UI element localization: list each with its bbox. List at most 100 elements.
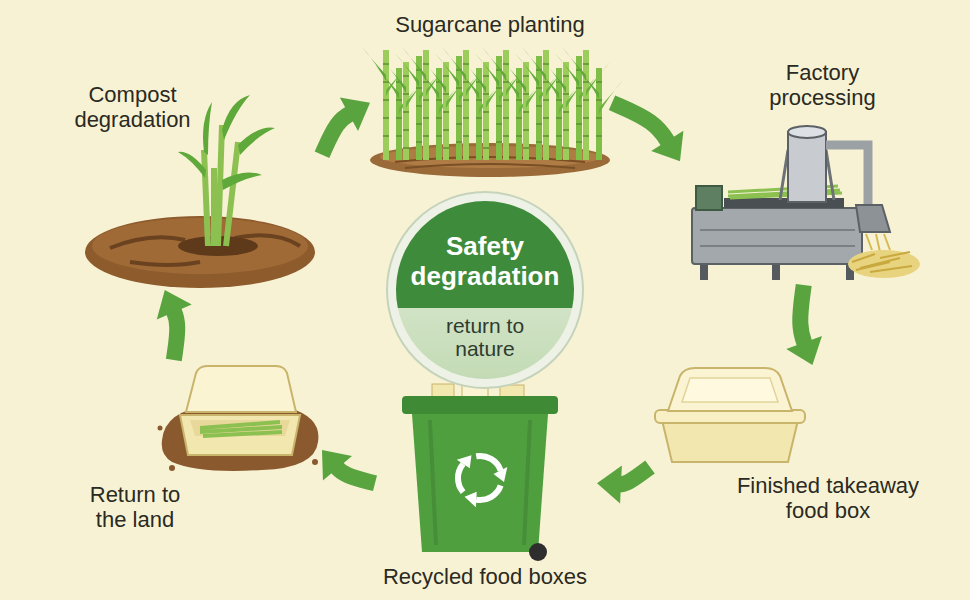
sugarcane-stalks [443, 75, 449, 77]
recycle-symbol [494, 467, 508, 482]
sugarcane-stalks [583, 117, 589, 119]
sugarcane-stalks [503, 117, 509, 119]
stage-node: Return to the land [75, 360, 322, 540]
arrow-shaft [612, 103, 669, 144]
sugarcane-stalks [496, 141, 502, 143]
sugarcane-stalks [483, 75, 489, 77]
sugarcane-stalks [596, 81, 602, 83]
soil-with-box [186, 366, 296, 412]
stage-node: Recycled food boxes [375, 392, 597, 595]
sugarcane-stalks [522, 47, 546, 81]
sugarcane-stalks [482, 47, 506, 81]
sugarcane-stalks [483, 147, 489, 149]
recycle-symbol [447, 452, 507, 512]
sugarcane-stalks [543, 99, 549, 101]
sugarcane-stalks [362, 47, 623, 160]
sugarcane-stalks [516, 117, 522, 119]
sugarcane-stalks [375, 65, 399, 99]
circle-text: Safety degradation [405, 232, 565, 292]
compost-mound [85, 216, 315, 288]
compost-mound [222, 172, 262, 190]
sugarcane-stalks [383, 117, 389, 119]
sugarcane-stalks [523, 111, 529, 113]
arrow-shaft [617, 467, 650, 484]
sugarcane-stalks [515, 53, 539, 87]
soil-with-box [158, 426, 163, 431]
sugarcane-stalks [543, 117, 549, 119]
sugarcane-stalks [583, 135, 589, 137]
cycle-arrow [157, 290, 192, 360]
factory-machine [788, 132, 826, 202]
sugarcane-stalks [383, 135, 389, 137]
sugarcane-stalks [502, 59, 526, 93]
sugarcane-stalks [556, 117, 562, 119]
sugarcane-stalks [443, 147, 449, 149]
sugarcane-stalks [416, 123, 422, 125]
sugarcane-stalks [576, 141, 582, 143]
sugarcane-stalks [402, 47, 426, 81]
stage-node: Sugarcane planting [370, 12, 612, 177]
sugarcane-stalks [496, 123, 502, 125]
sugarcane-stalks [436, 117, 442, 119]
sugarcane-stalks [523, 147, 529, 149]
stage-label: Compost degradation [65, 82, 200, 133]
sugarcane-stalks [563, 62, 569, 160]
sugarcane-stalks [555, 53, 579, 87]
sugarcane-stalks [596, 135, 602, 137]
arrow-head [651, 131, 683, 161]
cycle-arrow [322, 450, 375, 483]
stage-label: Return to the land [75, 482, 195, 533]
cycle-arrow [322, 98, 370, 155]
sugarcane-stalks [563, 93, 569, 95]
sugarcane-stalks [416, 105, 422, 107]
recycle-symbol [463, 488, 483, 507]
arrow-head [597, 465, 622, 503]
recycle-bin [412, 414, 548, 552]
sugarcane-stalks [483, 111, 489, 113]
sugarcane-stalks [382, 59, 406, 93]
sugarcane-stalks [442, 47, 466, 81]
sugarcane-stalks [583, 63, 589, 65]
soil-with-box [180, 415, 300, 455]
compost-mound [92, 218, 308, 274]
recycle-symbol [451, 464, 476, 492]
sugarcane-stalks [415, 65, 439, 99]
sugarcane-stalks [542, 59, 566, 93]
sugarcane-stalks [463, 117, 469, 119]
compost-mound [178, 152, 206, 178]
factory-machine [826, 145, 868, 205]
factory-machine [692, 126, 920, 280]
sugarcane-stalks [536, 87, 542, 89]
cycle-arrow [786, 285, 822, 365]
sugarcane-stalks [563, 75, 569, 77]
sugarcane-stalks [436, 135, 442, 137]
sugarcane-stalks [396, 117, 402, 119]
sugarcane-stalks [443, 62, 449, 160]
soil-with-box [169, 465, 175, 471]
sugarcane-stalks [483, 93, 489, 95]
sugarcane-stalks [556, 99, 562, 101]
circle-text: return to nature [420, 314, 550, 360]
sugarcane-stalks [403, 75, 409, 77]
factory-machine [788, 126, 826, 138]
cycle-arrow [612, 103, 683, 162]
recycle-symbol [457, 452, 477, 471]
sugarcane-stalks [423, 99, 429, 101]
sugarcane-stalks [596, 99, 602, 101]
sugarcane-stalks [476, 117, 482, 119]
sugarcane-stalks [416, 141, 422, 143]
factory-machine [848, 250, 920, 278]
soil-with-box [200, 422, 282, 436]
recycle-symbol [447, 452, 485, 492]
sugarcane-stalks [503, 135, 509, 137]
sugarcane-stalks [455, 65, 479, 99]
sugarcane-stalks [536, 141, 542, 143]
recycle-symbol [476, 456, 501, 471]
recycle-bin [430, 420, 530, 545]
sugarcane-stalks [423, 135, 429, 137]
sugarcane-stalks [516, 99, 522, 101]
sugarcane-stalks [523, 62, 529, 160]
sugarcane-stalks [422, 59, 446, 93]
sugarcane-stalks [463, 135, 469, 137]
sugarcane-stalks [476, 99, 482, 101]
